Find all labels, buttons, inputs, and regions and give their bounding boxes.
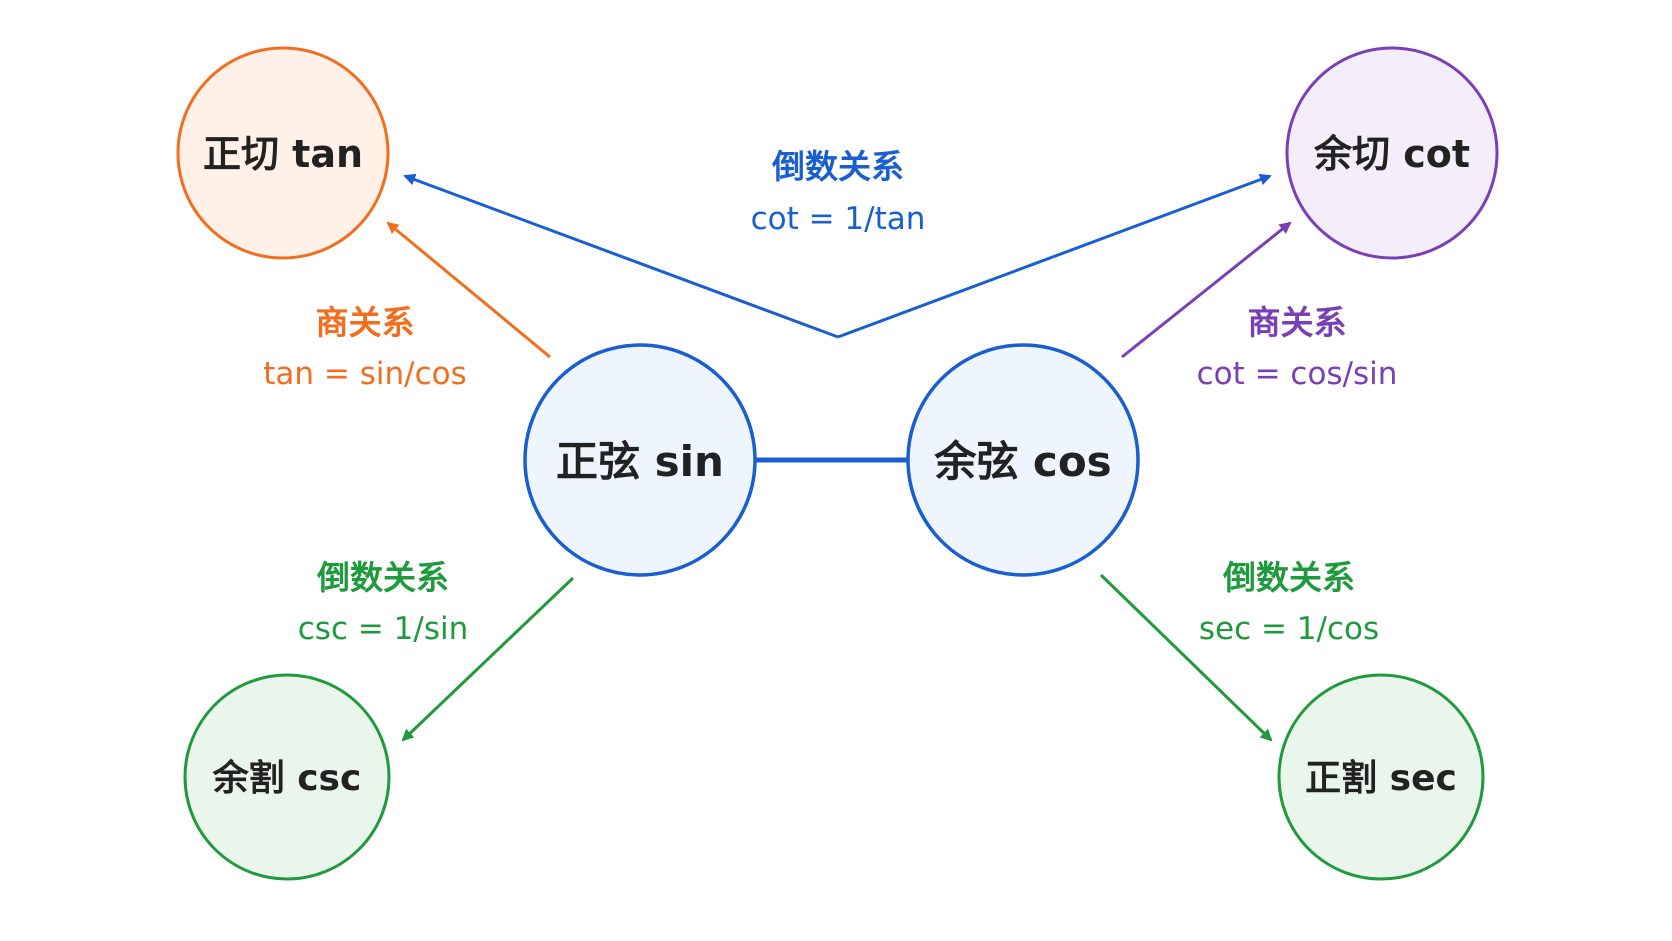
arrow-reciprocal-to-tan (403, 173, 839, 339)
node-csc: 余割 csc (183, 673, 391, 881)
node-cot: 余切 cot (1285, 46, 1499, 260)
arrow-cos-to-sec (1099, 573, 1273, 742)
label-quotient-tan-formula: tan = sin/cos (263, 356, 467, 392)
label-reciprocal-top: 倒数关系 cot = 1/tan (751, 147, 926, 237)
label-reciprocal-csc-formula: csc = 1/sin (298, 611, 469, 647)
arrow-sin-to-csc (401, 576, 575, 742)
arrow-reciprocal-to-cot (837, 173, 1272, 339)
label-quotient-cot: 商关系 cot = cos/sin (1197, 303, 1398, 392)
label-reciprocal-top-formula: cot = 1/tan (751, 201, 926, 237)
node-sin: 正弦 sin (523, 343, 757, 577)
node-cos: 余弦 cos (906, 343, 1140, 577)
label-quotient-tan-title: 商关系 (316, 303, 415, 342)
label-reciprocal-top-title: 倒数关系 (771, 147, 904, 186)
node-cot-label: 余切 cot (1313, 132, 1470, 176)
node-cos-label: 余弦 cos (933, 437, 1111, 486)
label-reciprocal-sec: 倒数关系 sec = 1/cos (1199, 558, 1379, 647)
arrow-sin-to-tan (386, 221, 551, 359)
node-tan-label: 正切 tan (203, 132, 363, 176)
arrow-cos-to-cot (1121, 221, 1292, 359)
node-sin-label: 正弦 sin (556, 437, 724, 486)
label-quotient-tan: 商关系 tan = sin/cos (263, 303, 467, 392)
node-tan: 正切 tan (176, 46, 390, 260)
label-reciprocal-csc: 倒数关系 csc = 1/sin (298, 558, 469, 647)
label-quotient-cot-formula: cot = cos/sin (1197, 356, 1398, 392)
label-reciprocal-sec-formula: sec = 1/cos (1199, 611, 1379, 647)
node-sec-label: 正割 sec (1305, 758, 1457, 799)
label-reciprocal-csc-title: 倒数关系 (316, 558, 449, 597)
label-reciprocal-sec-title: 倒数关系 (1222, 558, 1355, 597)
node-sec: 正割 sec (1277, 673, 1485, 881)
node-csc-label: 余割 csc (212, 757, 362, 799)
label-quotient-cot-title: 商关系 (1248, 303, 1347, 342)
